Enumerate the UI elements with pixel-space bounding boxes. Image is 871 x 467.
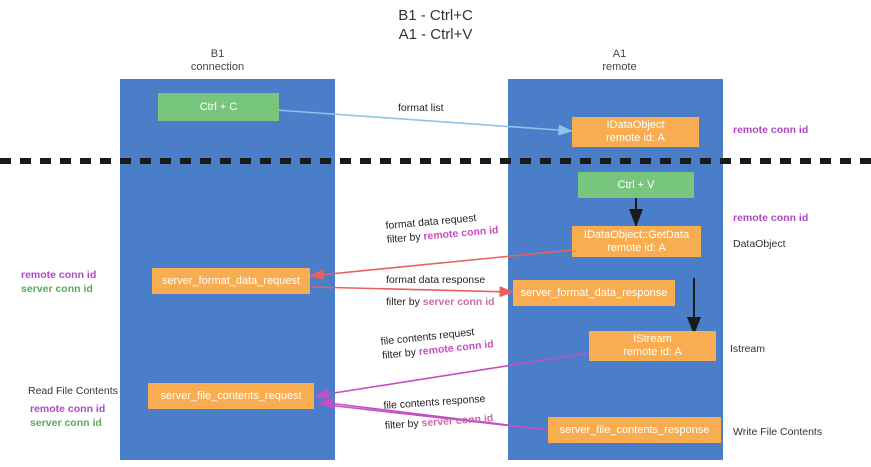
annotation-write-file-contents: Write File Contents xyxy=(733,425,822,439)
edge-format-data-response xyxy=(311,286,514,298)
annotation-left-low-server: server conn id xyxy=(30,417,102,429)
annotation-right-top: remote conn id xyxy=(733,123,808,137)
lane-header-b1-name: B1 xyxy=(210,48,225,60)
annotation-left-mid-remote: remote conn id xyxy=(21,269,97,281)
edge-format-list xyxy=(275,109,573,136)
node-server-format-data-request[interactable]: server_format_data_request xyxy=(152,268,310,294)
annotation-right-mid-text: remote conn id xyxy=(733,212,809,224)
node-idataobject-line1: IDataObject xyxy=(606,119,665,131)
annotation-read-file-contents: Read File Contents xyxy=(28,384,118,398)
node-server-file-contents-response[interactable]: server_file_contents_response xyxy=(548,417,721,443)
edge-label-format-data-response-text: format data response xyxy=(386,274,486,286)
node-ctrl-c[interactable]: Ctrl + C xyxy=(158,93,279,121)
page-title: B1 - Ctrl+C A1 - Ctrl+V xyxy=(0,6,871,44)
node-istream[interactable]: IStream remote id: A xyxy=(589,331,716,361)
lane-header-a1-role: remote xyxy=(602,61,637,73)
edge-label-format-data-response-filter: filter by server conn id xyxy=(386,295,495,309)
annotation-write-file-contents-text: Write File Contents xyxy=(733,426,823,438)
phase-divider xyxy=(0,158,871,164)
node-getdata[interactable]: IDataObject::GetData remote id: A xyxy=(572,226,701,257)
lane-header-a1-name: A1 xyxy=(612,48,627,60)
node-istream-line2: remote id: A xyxy=(623,346,682,358)
annotation-istream: Istream xyxy=(730,342,765,356)
edge-label-format-data-response: format data response filter by server co… xyxy=(386,273,495,309)
edge-label-format-list: format list xyxy=(398,101,444,115)
edge-file-contents-request xyxy=(314,352,590,400)
node-idataobject[interactable]: IDataObject remote id: A xyxy=(572,117,699,147)
annotation-left-mid-server: server conn id xyxy=(21,283,93,295)
node-idataobject-line2: remote id: A xyxy=(606,132,665,144)
annotation-left-low-remote: remote conn id xyxy=(30,403,106,415)
filter-prefix-1: filter by xyxy=(386,230,424,246)
node-server-file-contents-request[interactable]: server_file_contents_request xyxy=(148,383,314,409)
edge-file-contents-response xyxy=(319,398,549,431)
annotation-right-top-text: remote conn id xyxy=(733,124,809,136)
lane-header-b1-role: connection xyxy=(190,61,245,73)
node-getdata-line1: IDataObject::GetData xyxy=(583,228,690,241)
title-line-2: A1 - Ctrl+V xyxy=(398,26,473,43)
annotation-left-low: remote conn id server conn id xyxy=(30,402,105,430)
node-istream-line1: IStream xyxy=(633,333,672,345)
node-server-format-data-response-label: server_format_data_response xyxy=(520,286,668,299)
annotation-left-mid: remote conn id server conn id xyxy=(21,268,96,296)
node-server-format-data-request-label: server_format_data_request xyxy=(161,274,301,287)
node-ctrl-c-line1: Ctrl + C xyxy=(199,100,238,113)
filter-key-server-conn-id-1: server conn id xyxy=(422,296,495,308)
title-line-1: B1 - Ctrl+C xyxy=(398,7,473,24)
filter-prefix-3: filter by xyxy=(381,346,420,362)
annotation-read-file-contents-title: Read File Contents xyxy=(28,385,118,397)
node-server-file-contents-request-label: server_file_contents_request xyxy=(160,389,302,402)
node-ctrl-v-line1: Ctrl + V xyxy=(617,178,655,191)
node-server-file-contents-response-label: server_file_contents_response xyxy=(559,423,710,436)
filter-prefix-2: filter by xyxy=(386,296,423,308)
annotation-right-mid: remote conn id xyxy=(733,211,808,225)
edge-label-format-list-text: format list xyxy=(398,102,444,114)
annotation-dataobject-text: DataObject xyxy=(733,238,786,250)
annotation-istream-text: Istream xyxy=(730,343,766,355)
lane-header-a1: A1 remote xyxy=(557,48,682,74)
lane-header-b1: B1 connection xyxy=(155,48,280,74)
node-getdata-line2: remote id: A xyxy=(607,241,666,254)
edge-format-data-request xyxy=(309,249,573,281)
node-ctrl-v[interactable]: Ctrl + V xyxy=(578,172,694,198)
filter-prefix-4: filter by xyxy=(384,417,422,432)
node-server-format-data-response[interactable]: server_format_data_response xyxy=(513,280,675,306)
annotation-dataobject: DataObject xyxy=(733,237,786,251)
